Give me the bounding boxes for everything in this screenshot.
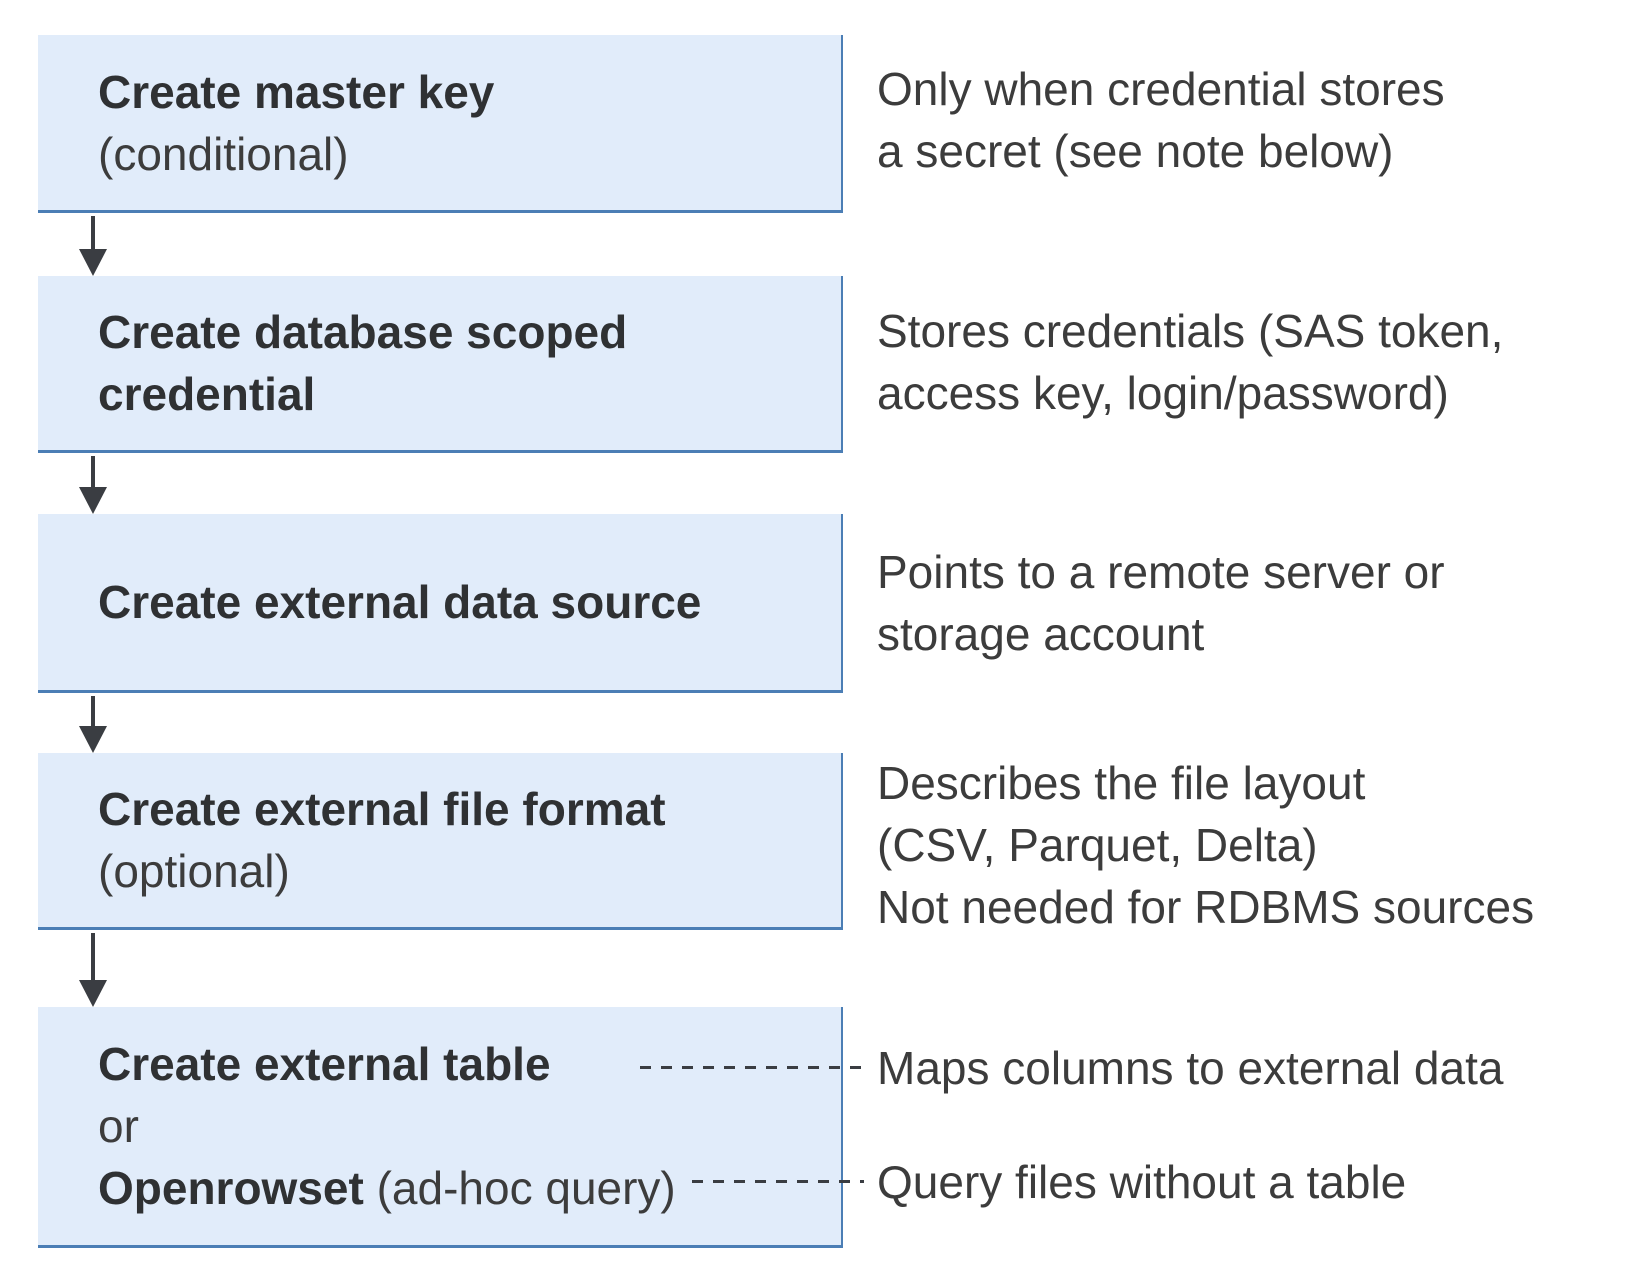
step-or-label: or xyxy=(98,1095,821,1157)
step-title: Create external table xyxy=(98,1033,821,1095)
arrow-shaft xyxy=(91,216,95,249)
dashed-connector-external-table xyxy=(640,1066,864,1069)
annotation-file-format: Describes the file layout (CSV, Parquet,… xyxy=(877,757,1535,933)
arrow-head xyxy=(79,249,107,276)
step-title-text: Create external file format xyxy=(98,783,666,835)
step-title: Create database scoped credential xyxy=(98,301,821,425)
adhoc-query-label: (ad-hoc query) xyxy=(363,1162,676,1214)
arrow-shaft xyxy=(91,933,95,980)
down-arrow-icon xyxy=(79,696,107,753)
annotation-external-table: Maps columns to external data xyxy=(877,1042,1504,1094)
step-box-create-database-scoped-credential: Create database scoped credential xyxy=(38,276,843,453)
arrow-head xyxy=(79,487,107,514)
annotation-data-source: Points to a remote server or storage acc… xyxy=(877,546,1445,660)
step-title-text: Create database scoped credential xyxy=(98,306,628,420)
arrow-head xyxy=(79,726,107,753)
down-arrow-icon xyxy=(79,456,107,514)
step-subtitle-text: (conditional) xyxy=(98,127,349,180)
step-title: Create external file format xyxy=(98,778,821,840)
arrow-shaft xyxy=(91,696,95,726)
step-title-text: Create master key xyxy=(98,65,495,118)
step-box-create-external-data-source: Create external data source xyxy=(38,514,843,693)
step-box-create-external-file-format: Create external file format (optional) xyxy=(38,753,843,930)
step-subtitle-text: (optional) xyxy=(98,845,290,897)
step-title: Create master key xyxy=(98,61,821,123)
step-box-create-master-key: Create master key (conditional) xyxy=(38,35,843,213)
step-title-text: Create external table xyxy=(98,1038,551,1090)
annotation-openrowset: Query files without a table xyxy=(877,1156,1407,1208)
down-arrow-icon xyxy=(79,216,107,276)
arrow-shaft xyxy=(91,456,95,487)
step-box-create-external-table-or-openrowset: Create external table or Openrowset (ad-… xyxy=(38,1007,843,1248)
openrowset-label: Openrowset xyxy=(98,1162,364,1214)
step-openrowset-line: Openrowset (ad-hoc query) xyxy=(98,1157,821,1219)
step-title: Create external data source xyxy=(98,571,821,633)
down-arrow-icon xyxy=(79,933,107,1007)
annotation-master-key: Only when credential stores a secret (se… xyxy=(877,63,1445,177)
step-subtitle: (conditional) xyxy=(98,123,821,185)
step-subtitle: (optional) xyxy=(98,840,821,902)
step-title-text: Create external data source xyxy=(98,576,702,628)
annotation-scoped-credential: Stores credentials (SAS token, access ke… xyxy=(877,305,1504,419)
arrow-head xyxy=(79,980,107,1007)
dashed-connector-openrowset xyxy=(692,1180,864,1183)
step-or-text: or xyxy=(98,1100,139,1152)
